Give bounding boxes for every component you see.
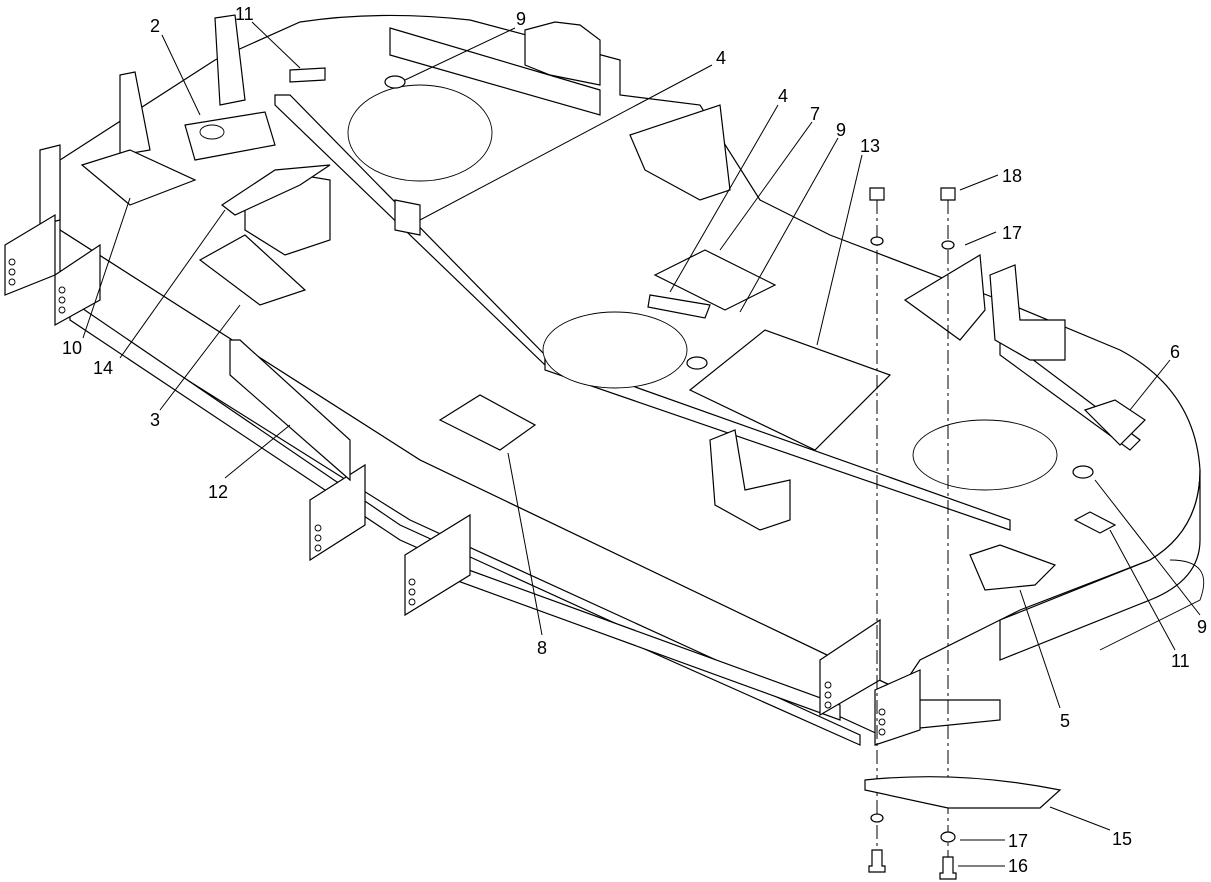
callout-4-mid: 4 [778,86,788,106]
callout-15: 15 [1112,829,1132,849]
decal-11-rear [289,67,326,83]
arm-hole [8,268,16,276]
decals [80,67,1146,591]
deck-brackets [4,14,1066,746]
leader-lines [82,21,1201,867]
arm-hole [8,258,16,266]
callout-6: 6 [1170,342,1180,362]
bracket-front-arm-4 [404,513,471,617]
callout-4-top: 4 [716,48,726,68]
arm-hole [878,708,886,716]
decal-3 [198,234,307,306]
nut-18-right [940,187,956,201]
decal-4-rear [394,199,421,236]
washer-17-left-bottom [870,813,884,823]
blade-opening-center [542,311,688,389]
bracket-front-arm-2 [54,243,101,327]
callout-labels: 11 2 9 4 4 7 9 13 18 17 6 10 14 3 12 8 9… [62,4,1207,876]
washer-17-left-top [870,236,884,246]
callout-5: 5 [1060,711,1070,731]
hardware [864,187,1062,880]
washer-17-right-top [941,240,955,250]
round-decals-9 [384,75,1094,479]
bracket-rear-left-2 [119,71,151,156]
arm-hole [58,306,66,314]
decal-9-rear [384,75,406,89]
arm-hole [314,534,322,542]
arm-hole [8,278,16,286]
decal-2 [184,111,276,161]
decal-13 [688,329,892,451]
callout-10: 10 [62,338,82,358]
callout-18: 18 [1002,166,1022,186]
arm-hole [824,681,832,689]
callout-13: 13 [860,136,880,156]
arm-hole [314,524,322,532]
arm-hole [408,598,416,606]
arm-hole [878,728,886,736]
callout-9-mid: 9 [836,120,846,140]
arm-hole [824,691,832,699]
callout-17-top: 17 [1002,223,1022,243]
callout-16: 16 [1008,856,1028,876]
roller-bracket-center [709,429,791,531]
bolt-16-right [939,856,957,880]
callout-7: 7 [810,104,820,124]
blade-opening-left [347,84,493,182]
bracket-rear-left-3 [214,14,246,106]
decal-4 [647,294,711,319]
decal-14 [220,164,331,216]
roller-bracket-right [989,264,1066,361]
bracket-rear-left-1 [39,144,61,226]
decal-8 [438,394,537,451]
arm-hole [878,718,886,726]
callout-8: 8 [537,638,547,658]
deflector-bracket-right [903,253,986,341]
callout-12: 12 [208,482,228,502]
decal-5 [969,544,1057,591]
arm-hole [824,701,832,709]
callout-3: 3 [150,410,160,430]
decal-6 [1083,399,1146,446]
blade-openings [347,84,1058,491]
nut-18-left [869,187,885,201]
callout-2: 2 [150,16,160,36]
callout-11-right: 11 [1171,651,1190,671]
decal-9-center [686,356,708,370]
decal-7 [653,249,777,311]
arm-hole [58,296,66,304]
washer-17-right-bottom [940,831,956,843]
bolt-16-left [868,849,886,873]
callout-14: 14 [93,358,113,378]
callout-9-right: 9 [1197,617,1207,637]
arm-hole [408,578,416,586]
callout-17-bottom: 17 [1008,831,1028,851]
decal-11-right [1073,511,1117,534]
callout-11-top: 11 [235,4,254,24]
decal-12 [229,339,351,482]
roller-bracket-rear [524,21,601,86]
bracket-front-arm-6 [874,669,921,746]
skid-plate-15 [864,776,1062,809]
blade-opening-right [912,419,1058,491]
arm-hole [314,544,322,552]
arm-hole [408,588,416,596]
idler-bracket [629,104,731,201]
callout-9-top: 9 [516,9,526,29]
decal-10 [80,149,197,206]
bracket-front-arm-5 [819,618,881,717]
arm-hole [58,286,66,294]
decal-9-right [1072,465,1094,479]
